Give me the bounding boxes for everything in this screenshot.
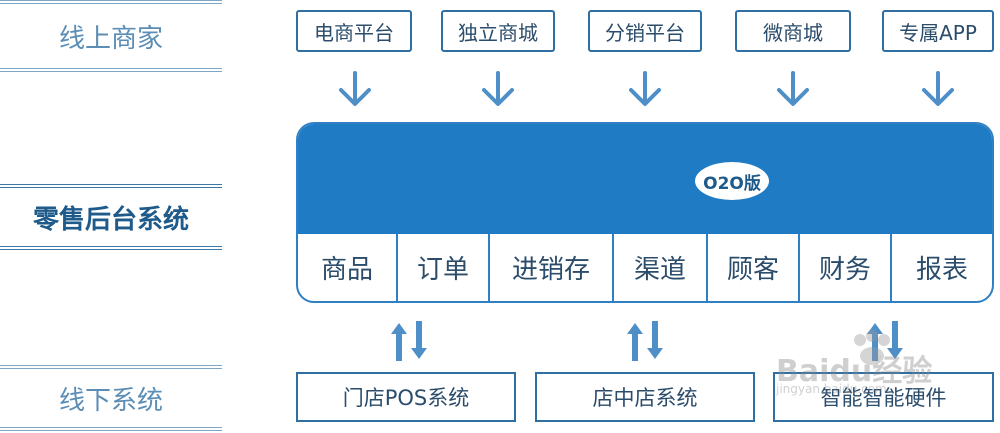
module-inventory: 进销存 bbox=[490, 234, 614, 301]
module-finance: 财务 bbox=[800, 234, 892, 301]
panel-header-band bbox=[298, 124, 992, 234]
module-orders: 订单 bbox=[398, 234, 490, 301]
bidirectional-arrow-icon bbox=[627, 321, 663, 361]
down-arrow-icon bbox=[339, 71, 371, 106]
module-products: 商品 bbox=[298, 234, 398, 301]
down-arrow-icon bbox=[482, 71, 514, 106]
module-reports: 报表 bbox=[915, 255, 968, 285]
row-label-online-merchants: 线上商家 bbox=[0, 0, 222, 72]
retail-backend-panel: O2O版 商品 订单 进销存 渠道 顾客 财务 报表 bbox=[296, 122, 994, 303]
down-arrow-icon bbox=[629, 71, 661, 106]
down-arrow-icon bbox=[777, 71, 809, 106]
offline-smart-hardware: 智能智能硬件 bbox=[773, 372, 994, 422]
channel-wechat-mall: 微商城 bbox=[735, 10, 851, 52]
channel-dedicated-app: 专属APP bbox=[882, 10, 994, 52]
channel-ecommerce-platform: 电商平台 bbox=[296, 10, 412, 52]
bidirectional-arrow-icon bbox=[867, 321, 903, 361]
down-arrow-icon bbox=[922, 71, 954, 106]
offline-shop-in-shop-system: 店中店系统 bbox=[535, 372, 755, 422]
channel-distribution-platform: 分销平台 bbox=[588, 10, 702, 52]
channel-independent-mall: 独立商城 bbox=[441, 10, 555, 52]
module-row: 商品 订单 进销存 渠道 顾客 财务 报表 bbox=[298, 234, 992, 301]
bidirectional-arrow-icon bbox=[391, 321, 427, 361]
o2o-badge: O2O版 bbox=[695, 162, 769, 200]
row-label-offline-systems: 线下系统 bbox=[0, 365, 222, 431]
module-customers: 顾客 bbox=[708, 234, 800, 301]
offline-store-pos-system: 门店POS系统 bbox=[296, 372, 516, 422]
row-label-retail-backend: 零售后台系统 bbox=[0, 184, 222, 250]
module-channels: 渠道 bbox=[614, 234, 708, 301]
